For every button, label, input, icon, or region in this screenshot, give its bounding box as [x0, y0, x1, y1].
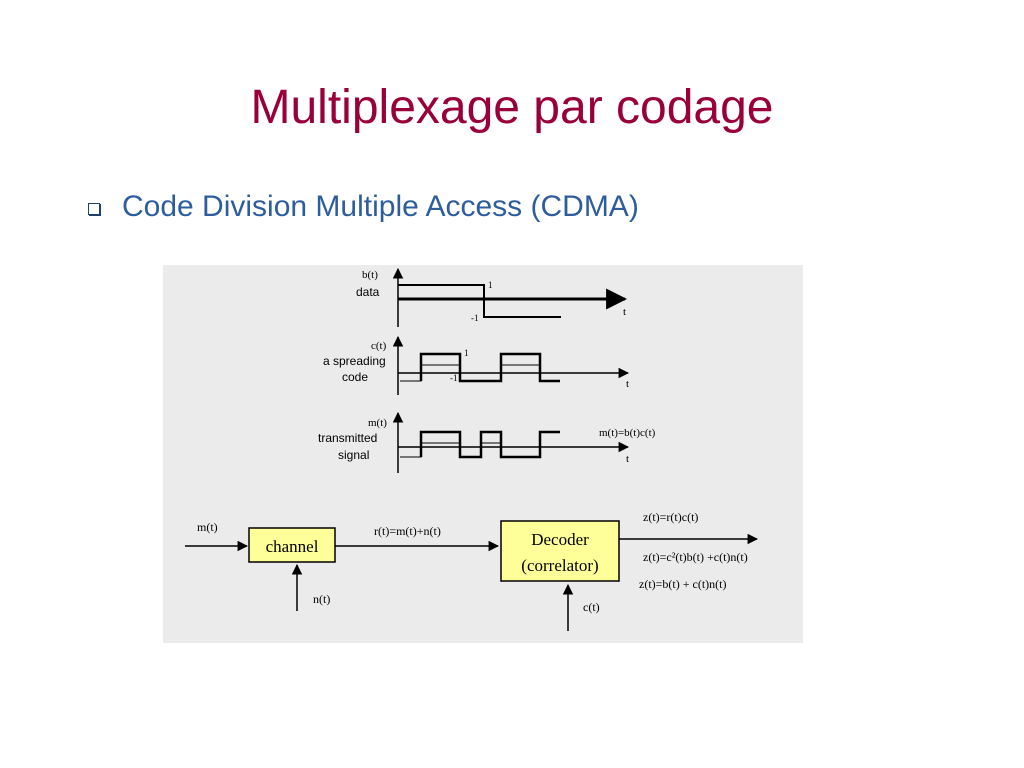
- data-waveform: [398, 284, 561, 318]
- signal-waveform-high: [419, 430, 560, 459]
- decoder-label-line1: Decoder: [531, 530, 589, 549]
- decoder-box: [500, 520, 620, 582]
- data-plot-high: 1: [488, 280, 493, 290]
- block-diagram: m(t) channel n(t) r(t)=m(t)+n(t) Decoder…: [185, 510, 759, 631]
- signal-plot: m(t) transmitted signal m(t)=b(t)c(t) t: [318, 411, 656, 473]
- code-plot-symbol: c(t): [371, 340, 387, 352]
- code-plot-low: -1: [450, 373, 458, 383]
- cdma-diagram: b(t) data 1 -1 t c(t) a spreading code 1…: [163, 265, 803, 643]
- noise-label: n(t): [313, 592, 330, 606]
- square-bullet-icon: [88, 203, 100, 215]
- slide-title: Multiplexage par codage: [250, 81, 774, 134]
- decoder-label-line2: (correlator): [521, 556, 598, 575]
- signal-plot-label-line2: signal: [338, 448, 369, 462]
- signal-plot-t-label: t: [626, 453, 629, 465]
- code-plot-t-label: t: [626, 378, 629, 390]
- received-signal-label: r(t)=m(t)+n(t): [374, 524, 441, 538]
- data-plot: b(t) data 1 -1 t: [356, 267, 628, 327]
- code-plot: c(t) a spreading code 1 -1 t: [323, 335, 629, 395]
- bullet-item: Code Division Multiple Access (CDMA): [88, 190, 639, 224]
- data-plot-low: -1: [471, 313, 479, 323]
- data-plot-label: data: [356, 285, 380, 299]
- data-plot-symbol: b(t): [362, 269, 378, 281]
- channel-label: channel: [266, 537, 319, 556]
- code-plot-high: 1: [464, 348, 469, 358]
- code-waveform-low: [400, 364, 541, 382]
- signal-plot-symbol: m(t): [368, 417, 387, 429]
- code-plot-label-line1: a spreading: [323, 354, 386, 368]
- cdma-diagram-svg: b(t) data 1 -1 t c(t) a spreading code 1…: [185, 267, 759, 631]
- input-signal-label: m(t): [197, 520, 218, 534]
- output-equation-1: z(t)=r(t)c(t): [643, 510, 698, 524]
- output-equation-3: z(t)=b(t) + c(t)n(t): [639, 577, 727, 591]
- channel-box: [248, 527, 336, 563]
- code-input-label: c(t): [583, 600, 600, 614]
- signal-waveform-low: [400, 442, 541, 458]
- signal-equation: m(t)=b(t)c(t): [599, 427, 656, 439]
- bullet-text: Code Division Multiple Access (CDMA): [122, 190, 639, 223]
- code-waveform-high: [419, 352, 560, 383]
- data-plot-t-label: t: [623, 306, 626, 318]
- code-plot-label-line2: code: [342, 370, 368, 384]
- output-equation-2: z(t)=c²(t)b(t) +c(t)n(t): [643, 550, 748, 564]
- signal-plot-label-line1: transmitted: [318, 431, 377, 445]
